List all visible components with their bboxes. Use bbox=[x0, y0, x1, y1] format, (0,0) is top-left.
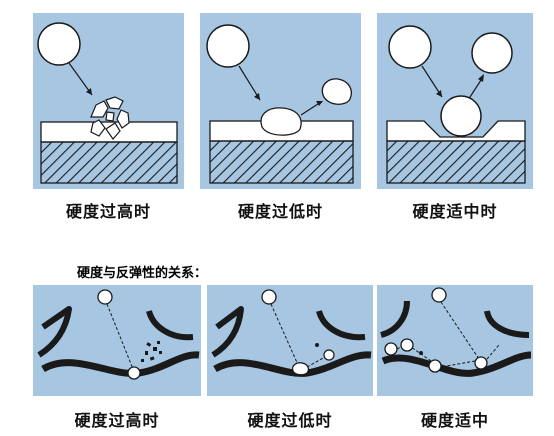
lower-surface bbox=[381, 351, 532, 377]
bounce-ball-1 bbox=[428, 359, 442, 373]
bottom-panel-moderate bbox=[377, 285, 533, 396]
impact-diagram-too-soft bbox=[206, 24, 354, 184]
rebound-line bbox=[306, 356, 326, 368]
rebound-line bbox=[486, 344, 500, 360]
deformed-ball bbox=[260, 107, 302, 136]
rebound-diagram-too-soft bbox=[211, 289, 372, 377]
hatched-base bbox=[209, 140, 354, 184]
rebound-arrow bbox=[300, 101, 322, 116]
bounce-ball-3 bbox=[384, 342, 398, 356]
hatched-base bbox=[40, 141, 178, 184]
section-heading: 硬度与反弹性的关系： bbox=[77, 266, 208, 281]
hatched-base bbox=[386, 140, 526, 184]
ball bbox=[261, 289, 277, 305]
caption-top-moderate: 硬度适中时 bbox=[412, 202, 498, 221]
ball bbox=[97, 289, 113, 305]
rebounding-ball bbox=[471, 32, 513, 74]
rebounding-ball bbox=[321, 78, 353, 105]
ball bbox=[206, 24, 250, 68]
trajectory-arrow bbox=[238, 65, 261, 101]
right-wall bbox=[316, 310, 366, 341]
right-wall bbox=[484, 310, 530, 338]
path-line bbox=[106, 303, 134, 370]
caption-top-too-hard: 硬度过高时 bbox=[65, 202, 151, 221]
bounce-ball-2 bbox=[400, 338, 414, 352]
ball bbox=[37, 22, 81, 66]
left-wall bbox=[37, 306, 72, 358]
bounce-line-1 bbox=[440, 360, 476, 368]
ball bbox=[431, 287, 447, 303]
caption-bottom-too-hard: 硬度过高时 bbox=[74, 411, 160, 430]
top-panel-too-hard bbox=[33, 13, 184, 189]
left-wall bbox=[211, 306, 244, 358]
bottom-panel-too-hard bbox=[33, 285, 201, 396]
rebound-diagram-moderate bbox=[380, 287, 532, 377]
top-panel-moderate bbox=[377, 13, 533, 189]
contact-ball bbox=[440, 95, 482, 137]
impact-ball bbox=[474, 356, 488, 370]
lower-surface bbox=[41, 351, 200, 377]
trajectory-arrow bbox=[421, 65, 443, 98]
dot bbox=[315, 343, 319, 347]
caption-bottom-too-soft: 硬度过低时 bbox=[247, 411, 333, 430]
impact-diagram-too-hard bbox=[37, 22, 178, 184]
shattered-ball bbox=[90, 96, 130, 140]
caption-top-too-soft: 硬度过低时 bbox=[237, 202, 323, 221]
impact-ball bbox=[127, 366, 141, 380]
path-line bbox=[440, 301, 480, 360]
fragments bbox=[141, 341, 162, 362]
right-wall bbox=[146, 310, 194, 341]
top-panel-too-soft bbox=[200, 13, 361, 189]
path-line bbox=[270, 303, 300, 368]
impact-diagram-moderate bbox=[386, 25, 526, 184]
left-wall bbox=[380, 300, 410, 338]
bottom-panel-too-soft bbox=[207, 285, 373, 396]
dot bbox=[419, 351, 423, 355]
ball bbox=[388, 25, 432, 69]
rebound-diagram-too-hard bbox=[37, 289, 200, 380]
impact-ball bbox=[292, 362, 309, 376]
trajectory-arrow bbox=[68, 62, 93, 96]
caption-bottom-moderate: 硬度适中 bbox=[420, 411, 489, 430]
rebound-ball bbox=[323, 349, 335, 361]
